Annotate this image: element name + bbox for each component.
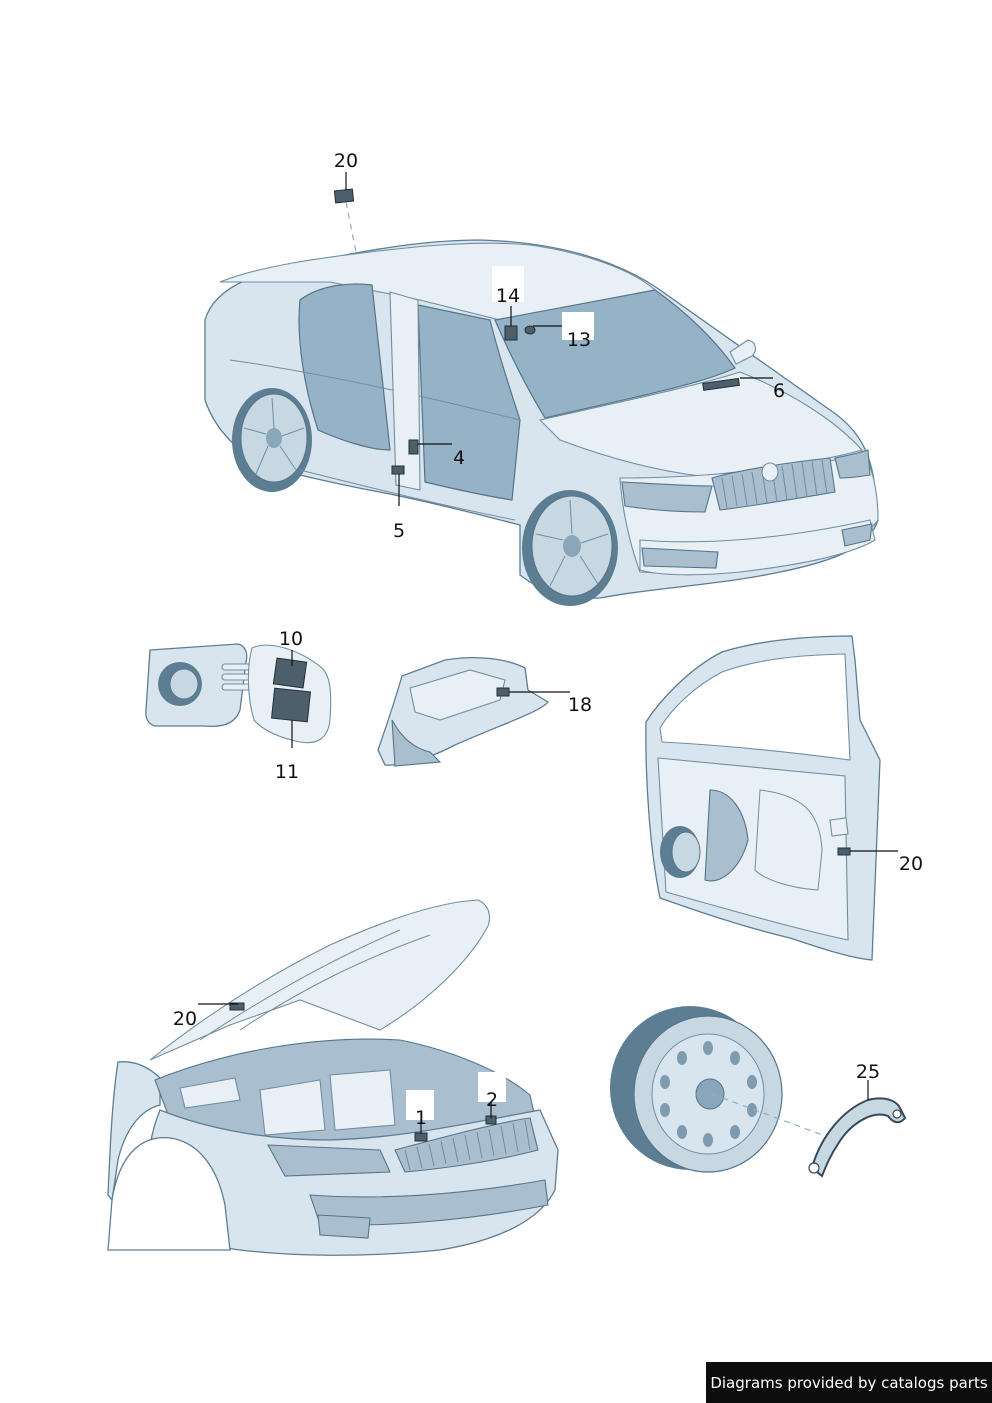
glove-box-illustration [377, 656, 549, 767]
callout-20-roof: 20 [334, 150, 358, 172]
sill-label-part [391, 465, 405, 475]
callout-11: 11 [275, 761, 299, 783]
door-label-part [837, 847, 851, 856]
lock-carrier-label-left-part [414, 1132, 428, 1142]
fuel-flap-label-lower-part [270, 687, 312, 723]
callout-14: 14 [496, 285, 520, 307]
callout-5: 5 [393, 520, 405, 542]
windshield-label-part [504, 325, 518, 341]
callout-2: 2 [486, 1089, 498, 1111]
door-illustration [645, 635, 881, 961]
sedan-front-wheel [522, 490, 618, 606]
callout-1: 1 [415, 1107, 427, 1129]
windshield-sticker-part [524, 325, 536, 335]
fuel-flap-illustration [145, 643, 332, 744]
callout-10: 10 [279, 628, 303, 650]
retaining-strap-illustration [808, 1097, 907, 1178]
hood-label-part [229, 1002, 245, 1011]
callout-20-door: 20 [899, 853, 923, 875]
engine-bay-illustration [107, 899, 559, 1256]
callout-25: 25 [856, 1061, 880, 1083]
callout-18: 18 [568, 694, 592, 716]
callout-4: 4 [453, 447, 465, 469]
cowl-label-part [702, 377, 740, 391]
spare-wheel-illustration [610, 1006, 783, 1173]
roof-label-part [333, 188, 355, 204]
sedan-rear-wheel [232, 388, 312, 492]
footer-watermark: Diagrams provided by catalogs parts [706, 1362, 992, 1403]
callout-6: 6 [773, 380, 785, 402]
callout-13: 13 [567, 329, 591, 351]
glove-box-label-part [496, 687, 510, 697]
callout-20-hood: 20 [173, 1008, 197, 1030]
fuel-flap-label-upper-part [272, 657, 308, 689]
pillar-label-part [408, 439, 419, 455]
footer-watermark-text: Diagrams provided by catalogs parts [710, 1373, 988, 1392]
sedan-illustration [204, 188, 879, 606]
